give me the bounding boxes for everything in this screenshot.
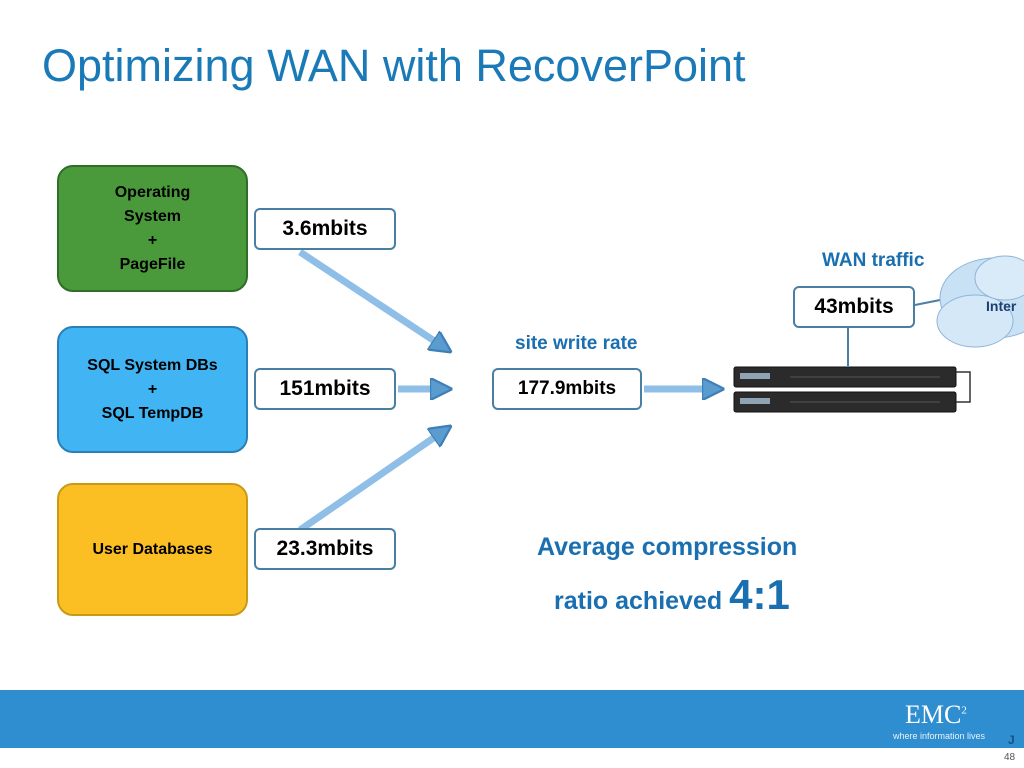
rate-os: 3.6mbits (254, 208, 396, 250)
logo-superscript: 2 (961, 704, 967, 717)
rate-site-write: 177.9mbits (492, 368, 642, 410)
logo-tagline: where information lives (893, 731, 986, 741)
wan-traffic-label: WAN traffic (822, 250, 925, 271)
footer-mark: J (1008, 733, 1015, 747)
arrow-userdb-to-merge (298, 428, 448, 533)
compression-ratio: 4:1 (729, 571, 790, 618)
emc-logo: EMC2 (905, 700, 967, 730)
site-write-rate-label: site write rate (515, 333, 638, 354)
page-title: Optimizing WAN with RecoverPoint (42, 40, 746, 91)
recoverpoint-appliance (733, 366, 971, 413)
source-user-databases: User Databases (57, 483, 248, 616)
arrow-os-to-merge (298, 249, 448, 350)
rate-user-db: 23.3mbits (254, 528, 396, 570)
internet-cloud-icon (936, 255, 1024, 348)
rate-sql: 151mbits (254, 368, 396, 410)
compression-line1: Average compression (537, 533, 798, 561)
logo-text: EMC (905, 700, 962, 729)
rate-wan: 43mbits (793, 286, 915, 328)
source-sql-system-dbs: SQL System DBs + SQL TempDB (57, 326, 248, 453)
footer-bar (0, 690, 1024, 748)
compression-line2: ratio achieved 4:1 (554, 571, 790, 619)
compression-text: ratio achieved (554, 587, 723, 615)
page-number: 48 (1004, 752, 1016, 763)
source-label-os: Operating System + PageFile (114, 183, 191, 273)
source-label-sql: SQL System DBs + SQL TempDB (87, 356, 218, 422)
source-label-user-db: User Databases (92, 540, 213, 558)
cloud-label: Inter (986, 298, 1017, 314)
source-operating-system: Operating System + PageFile (57, 165, 248, 292)
